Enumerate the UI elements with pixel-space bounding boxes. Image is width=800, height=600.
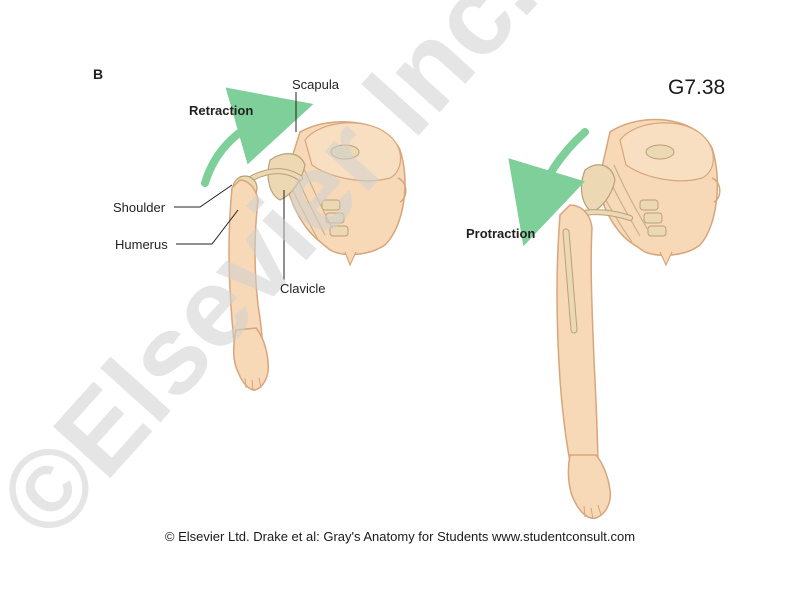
- protraction-hand: [567, 454, 612, 520]
- protraction-chin: [659, 251, 673, 267]
- retraction-label: Retraction: [189, 103, 254, 118]
- retraction-leader-lines: [174, 92, 297, 280]
- protraction-arrow: [508, 128, 589, 247]
- figure-id: G7.38: [668, 76, 726, 99]
- retraction-ear: [397, 177, 407, 203]
- retraction-figure: [174, 87, 407, 392]
- clavicle-label: Clavicle: [280, 281, 326, 296]
- copyright-notice: © Elsevier Ltd. Drake et al: Gray's Anat…: [164, 529, 636, 544]
- panel-letter: B: [93, 66, 104, 82]
- retraction-arrow: [201, 87, 314, 187]
- protraction-figure: [508, 118, 721, 520]
- humerus-label: Humerus: [115, 237, 168, 252]
- protraction-vertebrae: [639, 144, 675, 237]
- retraction-hand: [232, 327, 270, 391]
- protraction-label: Protraction: [466, 226, 536, 241]
- retraction-vertebrae: [321, 144, 360, 237]
- protraction-arm: [556, 204, 599, 471]
- scapula-label: Scapula: [292, 77, 339, 92]
- shoulder-label: Shoulder: [113, 200, 166, 215]
- retraction-chin: [344, 251, 357, 267]
- protraction-ear: [711, 177, 721, 203]
